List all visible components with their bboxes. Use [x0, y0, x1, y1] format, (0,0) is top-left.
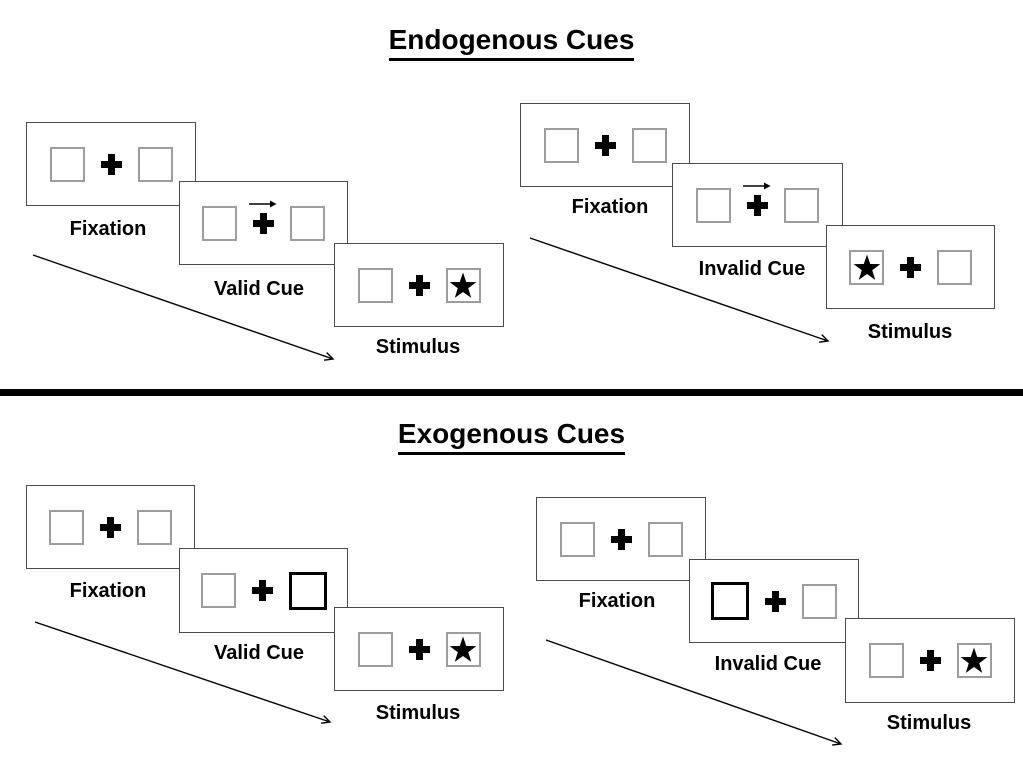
panel-label: Valid Cue: [213, 642, 305, 664]
fixation-panel: [520, 103, 690, 187]
star-icon: [960, 647, 988, 673]
left-placeholder-box: [49, 509, 84, 545]
fixation-panel: [26, 122, 196, 206]
fixation-cross-icon: [900, 256, 921, 278]
sequence-arrow-exogenous-valid: [34, 621, 332, 724]
star-icon: [449, 272, 477, 298]
left-placeholder-box: [357, 631, 393, 667]
fixation-cross-icon: [251, 580, 273, 601]
left-placeholder-box: [49, 146, 85, 182]
cue-arrow-right-icon: [743, 182, 771, 189]
left-placeholder-box: [559, 521, 595, 557]
star-icon: [449, 636, 477, 662]
panel-label: Stimulus: [375, 702, 461, 724]
stimulus-panel: [845, 618, 1015, 703]
fixation-cross-icon: [594, 134, 616, 156]
fixation-cross-icon: [919, 650, 941, 671]
exogenous-section-title: Exogenous Cues: [0, 418, 1023, 456]
endogenous-section-title: Endogenous Cues: [0, 24, 1023, 62]
fixation-cross-icon: [408, 638, 430, 660]
fixation-cross-icon: [100, 153, 122, 175]
right-stimulus-box: [445, 631, 481, 667]
right-placeholder-box: [137, 146, 173, 182]
right-placeholder-box: [784, 187, 819, 223]
fixation-cross-icon: [408, 274, 430, 296]
panel-label: Invalid Cue: [714, 653, 822, 675]
sequence-arrow-endogenous-valid: [32, 254, 335, 361]
panel-label: Stimulus: [867, 321, 953, 343]
fixation-cross-icon: [249, 200, 277, 234]
cue-arrow-right-icon: [249, 200, 277, 207]
valid-cue-panel: [179, 181, 348, 265]
right-highlighted-cue-box: [288, 571, 327, 610]
right-placeholder-box: [137, 509, 172, 545]
left-placeholder-box: [696, 187, 731, 223]
fixation-cross-icon: [100, 516, 121, 538]
left-placeholder-box: [202, 205, 237, 241]
section-divider: [0, 389, 1023, 396]
fixation-panel: [536, 497, 706, 581]
right-placeholder-box: [802, 583, 837, 619]
left-placeholder-box: [543, 127, 579, 163]
left-stimulus-box: [849, 249, 884, 285]
left-placeholder-box: [357, 267, 393, 303]
panel-label: Fixation: [578, 590, 656, 612]
stimulus-panel: [334, 243, 504, 327]
right-placeholder-box: [647, 521, 683, 557]
left-placeholder-box: [200, 573, 236, 608]
panel-label: Valid Cue: [213, 278, 305, 300]
right-placeholder-box: [937, 249, 972, 285]
sequence-arrow-endogenous-invalid: [529, 237, 830, 343]
fixation-cross-icon: [610, 528, 632, 550]
panel-label: Stimulus: [375, 336, 461, 358]
panel-label: Stimulus: [886, 712, 972, 734]
fixation-panel: [26, 485, 195, 569]
invalid-cue-panel: [672, 163, 843, 247]
left-placeholder-box: [868, 643, 904, 678]
panel-label: Invalid Cue: [698, 258, 806, 280]
right-stimulus-box: [956, 643, 992, 678]
fixation-cross-icon: [743, 182, 771, 216]
invalid-cue-panel: [689, 559, 859, 643]
right-placeholder-box: [631, 127, 667, 163]
valid-cue-panel: [179, 548, 348, 633]
panel-label: Fixation: [69, 580, 147, 602]
stimulus-panel: [334, 607, 504, 691]
right-placeholder-box: [290, 205, 325, 241]
star-icon: [853, 254, 880, 280]
right-stimulus-box: [445, 267, 481, 303]
stimulus-panel: [826, 225, 995, 309]
panel-label: Fixation: [69, 218, 147, 240]
panel-label: Fixation: [571, 196, 649, 218]
fixation-cross-icon: [765, 590, 786, 612]
left-highlighted-cue-box: [711, 582, 749, 620]
